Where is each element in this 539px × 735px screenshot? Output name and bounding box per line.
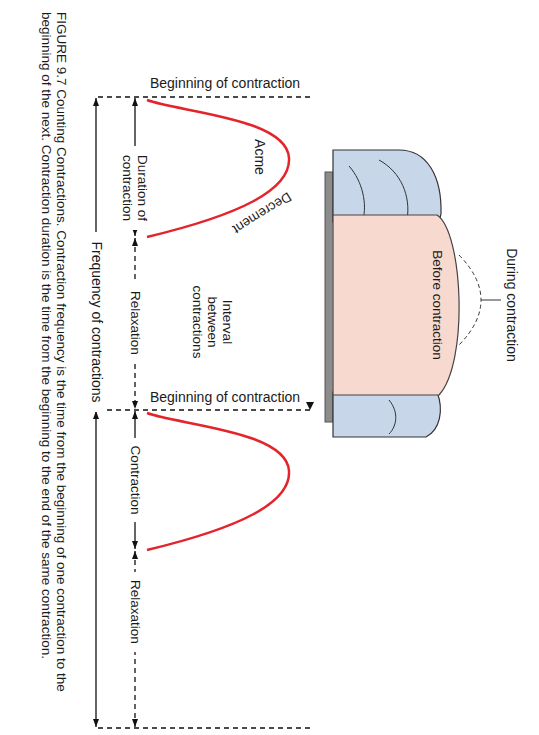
beginning-line [95,727,310,729]
measure-label: Relaxation [127,283,142,363]
leader-line [481,300,501,301]
contraction-bulge [459,255,481,345]
arm-fold [379,160,408,220]
gown-lower [333,392,440,437]
shape-outline [333,212,469,398]
bed [325,172,333,422]
pointer-arrow [306,402,314,410]
frequency-arrow [95,411,96,727]
measure-label: Contraction [127,438,142,522]
state-label: During contraction [503,230,519,380]
marker-label: Beginning of contraction [130,76,320,92]
gown-fold [349,166,364,220]
phase-label: Decrement [224,185,300,240]
interval-label: Interval between contractions [189,279,234,365]
figure-caption: FIGURE 9.7 Counting Contractions. Contra… [39,12,69,724]
marker-label: Beginning of contraction [130,390,320,406]
measure-label: Duration of contraction [120,146,150,230]
node-label: Before contraction [430,212,445,398]
abdomen-shape: Before contraction [333,212,469,398]
gown-upper [333,150,441,222]
measure-label: Relaxation [127,572,142,652]
beginning-line [95,409,310,411]
contraction-wave [147,413,289,550]
gown-fold [389,400,396,434]
phase-label: Acme [251,132,267,182]
beginning-line [95,96,310,98]
measure-label: Frequency of contractions [88,232,104,412]
